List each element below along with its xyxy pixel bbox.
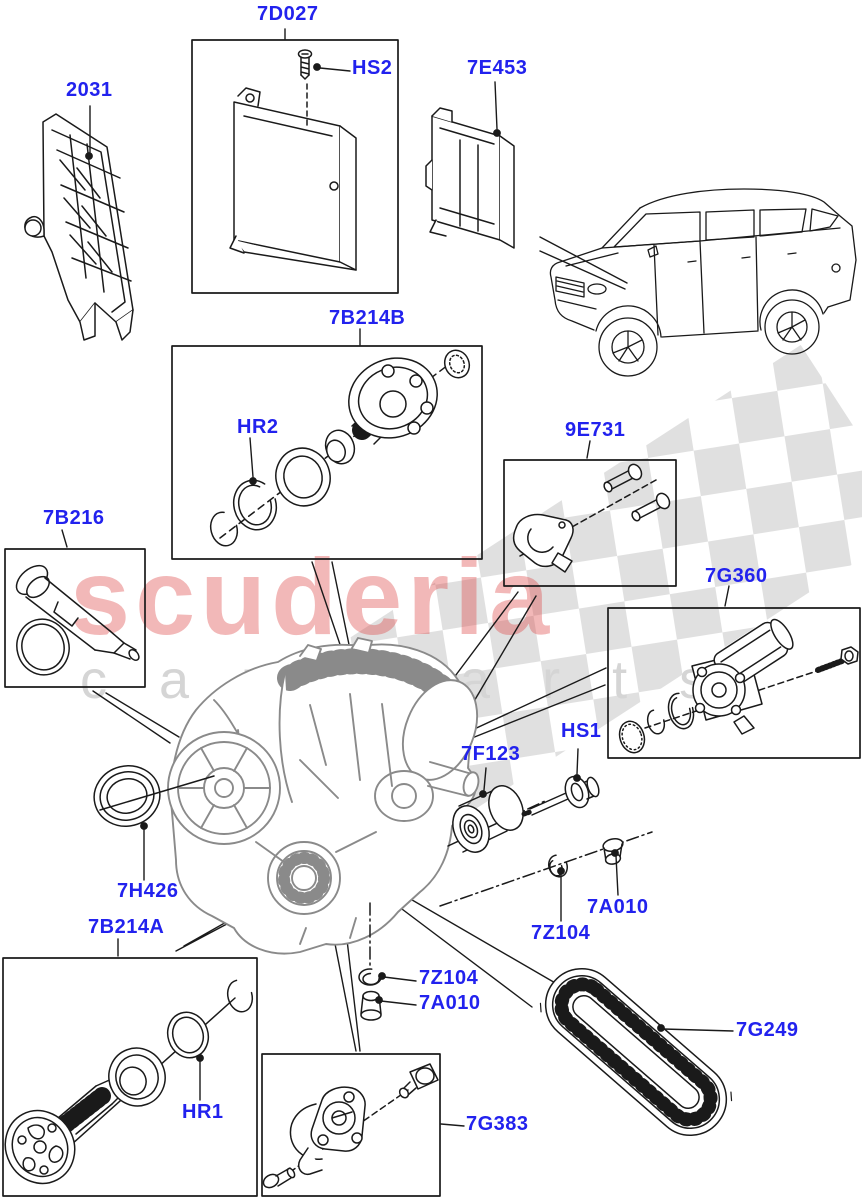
part-label-7H426: 7H426: [117, 880, 179, 902]
box-7G383: [261, 1053, 441, 1197]
box-9E731: [503, 459, 677, 587]
bolt-7G360: [815, 646, 859, 673]
part-label-7B214B: 7B214B: [329, 307, 406, 329]
box-7B214A: [2, 957, 258, 1197]
part-label-HS2: HS2: [352, 57, 393, 79]
part-label-HS1: HS1: [561, 720, 602, 742]
part-label-7G383: 7G383: [466, 1113, 529, 1135]
part-7A010-bottom-drawing: [360, 990, 382, 1021]
part-2031-drawing: [24, 113, 134, 341]
part-7E453-drawing: [425, 107, 515, 249]
part-7G249-drawing: [539, 968, 733, 1136]
transfer-case-drawing: [167, 637, 480, 955]
part-label-HR1: HR1: [182, 1101, 224, 1123]
bolt-HS1: [521, 775, 600, 817]
part-label-7G249: 7G249: [736, 1019, 799, 1041]
part-label-7Z104-bottom: 7Z104: [419, 967, 479, 989]
part-7B214A-contents: [4, 979, 254, 1185]
box-7B214B: [171, 345, 483, 560]
part-label-7D027: 7D027: [257, 3, 319, 25]
box-7B216: [4, 548, 146, 688]
part-7G383-contents: [262, 1063, 439, 1189]
part-7B216-contents: [15, 564, 140, 676]
part-label-7A010-bottom: 7A010: [419, 992, 481, 1014]
part-label-7F123: 7F123: [461, 743, 521, 765]
part-label-7B214A: 7B214A: [88, 916, 165, 938]
part-label-7E453: 7E453: [467, 57, 528, 79]
label-leaders: [61, 28, 734, 1127]
detail-boxes: [2, 39, 861, 1197]
plug-7G383: [398, 1063, 439, 1099]
box-7D027: [191, 39, 399, 294]
part-label-7A010-right: 7A010: [587, 896, 649, 918]
part-label-7B216: 7B216: [43, 507, 105, 529]
part-7G360-contents: [618, 618, 859, 754]
box-7G360: [607, 607, 861, 759]
part-label-9E731: 9E731: [565, 419, 626, 441]
part-9E731-contents: [512, 463, 671, 573]
watermark-brand: scuderia: [70, 536, 554, 657]
part-label-7Z104-right: 7Z104: [531, 922, 591, 944]
part-label-HR2: HR2: [237, 416, 279, 438]
part-7D027-drawing: [229, 49, 357, 271]
bolt-7G383: [262, 1167, 296, 1189]
part-7F123-drawing: [447, 785, 546, 853]
part-7H426-drawing: [93, 765, 215, 827]
screw-hs2: [297, 49, 313, 129]
vehicle-drawing: [549, 188, 857, 377]
part-label-7G360: 7G360: [705, 565, 768, 587]
part-label-2031: 2031: [66, 79, 113, 101]
part-7B214B-contents: [209, 349, 471, 547]
